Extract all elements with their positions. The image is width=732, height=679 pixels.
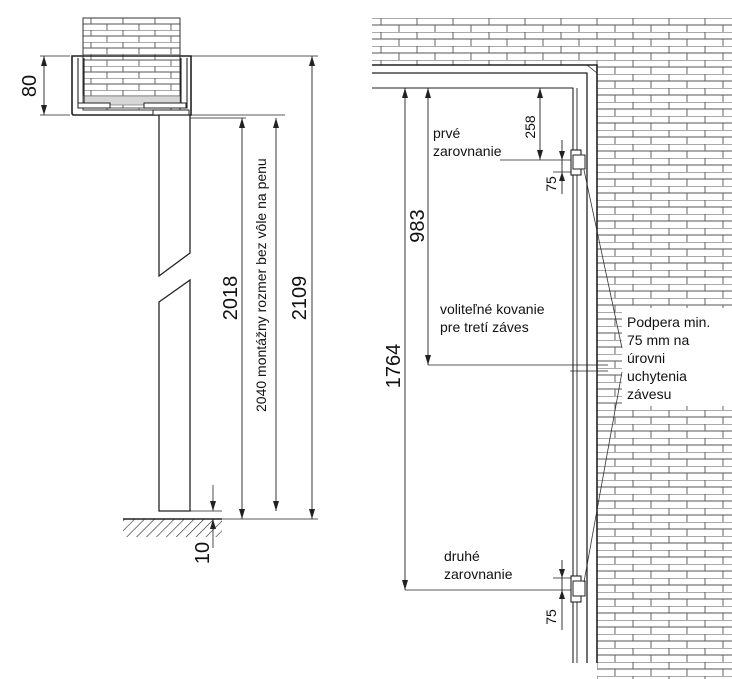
optional-hinge-l2: pre tretí záves (440, 319, 529, 335)
door-frame-profile (71, 55, 192, 116)
left-section-view: 80 10 2040 montážny rozmer bez vôle na p… (19, 17, 318, 564)
hinge-bottom (570, 575, 586, 603)
support-l2: 75 mm na (627, 332, 689, 348)
first-alignment-l2: zarovnanie (433, 143, 502, 159)
dim-983: 983 (407, 209, 429, 242)
door-leaf-upper (158, 114, 191, 278)
dim-258: 258 (522, 115, 538, 139)
second-alignment-l2: zarovnanie (444, 566, 513, 582)
optional-hinge-l1: voliteľné kovanie (440, 301, 545, 317)
dim-75-top: 75 (543, 176, 559, 192)
support-l5: závesu (627, 386, 671, 402)
hinge-top (570, 149, 586, 176)
leader-support-top (583, 169, 623, 349)
dim-2040-label: 2040 montážny rozmer bez vôle na penu (253, 158, 269, 412)
frame-outline (372, 64, 598, 663)
door-leaf-lower (158, 278, 191, 512)
first-alignment-l1: prvé (433, 125, 460, 141)
support-l3: úrovni (627, 350, 665, 366)
dim-75-bottom: 75 (543, 609, 559, 625)
dim-2018: 2018 (220, 276, 242, 321)
wall-brick-top (82, 17, 181, 111)
dim-1764: 1764 (383, 344, 405, 389)
leader-support-bottom (583, 371, 623, 583)
wall-plaster-strip (82, 95, 181, 106)
wall-brick-top-right (372, 18, 732, 65)
dim-2109: 2109 (289, 276, 311, 321)
second-alignment-l1: druhé (444, 548, 480, 564)
support-l1: Podpera min. (627, 314, 710, 330)
dim-10: 10 (192, 542, 214, 564)
floor-hatch (123, 519, 222, 537)
dim-80: 80 (19, 75, 41, 97)
support-l4: uchytenia (627, 368, 687, 384)
right-front-view: 1764 983 258 75 prvé zarovnanie voliteľn… (372, 18, 732, 679)
